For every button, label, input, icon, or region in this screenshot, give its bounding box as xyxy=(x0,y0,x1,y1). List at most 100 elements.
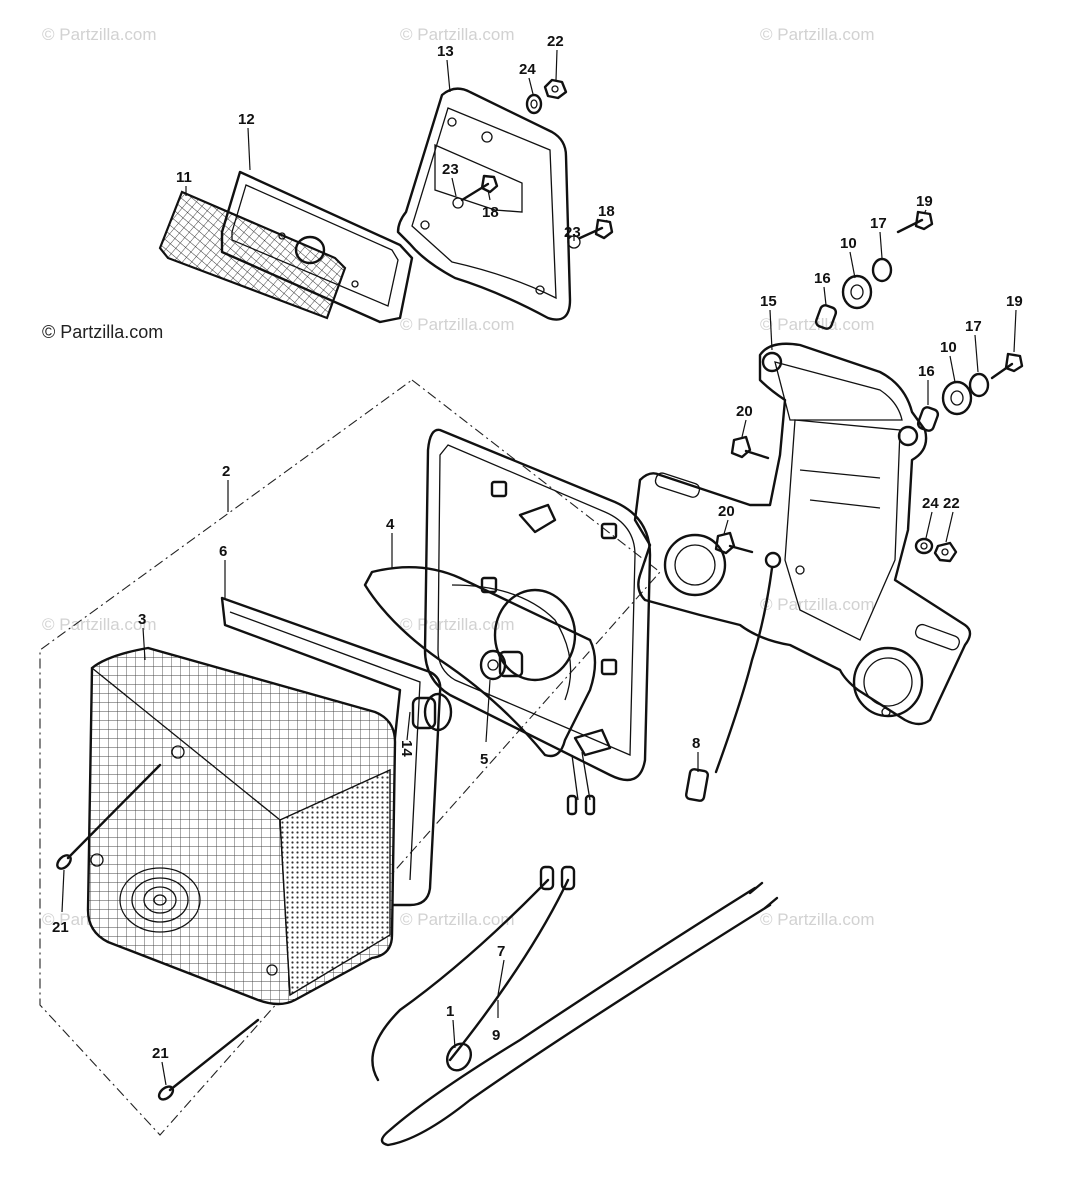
callout-21-lower: 21 xyxy=(152,1045,169,1086)
callout-10-lower: 10 xyxy=(940,339,957,383)
lens-gasket-part-6 xyxy=(220,596,442,907)
svg-text:20: 20 xyxy=(736,403,753,420)
svg-text:9: 9 xyxy=(492,1027,500,1044)
callout-19-upper: 19 xyxy=(916,193,933,215)
svg-text:11: 11 xyxy=(176,169,192,186)
callout-3: 3 xyxy=(138,611,146,661)
callout-20-upper: 20 xyxy=(736,403,753,438)
callout-2: 2 xyxy=(222,463,230,512)
socket-part-14 xyxy=(411,692,453,732)
svg-text:23: 23 xyxy=(442,161,459,178)
watermark: © Partzilla.com xyxy=(760,910,875,929)
callout-11: 11 xyxy=(176,169,192,196)
taillight-housing xyxy=(423,428,652,782)
callout-8: 8 xyxy=(692,735,700,772)
callout-15: 15 xyxy=(760,293,777,351)
callout-21-upper: 21 xyxy=(52,869,69,936)
taillight-lens-part-3 xyxy=(86,646,397,1006)
svg-text:21: 21 xyxy=(52,919,69,936)
housing-wires xyxy=(566,751,596,816)
svg-text:3: 3 xyxy=(138,611,146,628)
svg-text:21: 21 xyxy=(152,1045,169,1062)
callout-18-outer: 18 xyxy=(598,203,615,223)
license-bracket-part-13 xyxy=(396,87,572,321)
svg-text:24: 24 xyxy=(922,495,939,512)
callout-19-lower: 19 xyxy=(1006,293,1023,353)
watermark: © Partzilla.com xyxy=(400,910,515,929)
callout-18-inner: 18 xyxy=(482,189,499,221)
callout-22-right: 22 xyxy=(943,495,960,543)
callout-23-outer: 23 xyxy=(564,224,581,241)
callout-5: 5 xyxy=(480,679,491,768)
callout-17-lower: 17 xyxy=(965,318,982,373)
svg-text:19: 19 xyxy=(1006,293,1023,310)
svg-text:1: 1 xyxy=(446,1003,454,1020)
callout-6: 6 xyxy=(219,543,227,598)
watermark-main: © Partzilla.com xyxy=(42,322,163,342)
svg-text:20: 20 xyxy=(718,503,735,520)
svg-text:14: 14 xyxy=(398,740,415,757)
nut-part-22-right xyxy=(933,541,958,563)
bolt-part-19-lower xyxy=(990,352,1024,380)
screw-part-21-upper xyxy=(56,763,162,870)
svg-text:10: 10 xyxy=(840,235,857,252)
svg-text:16: 16 xyxy=(814,270,831,287)
collar-part-16-upper xyxy=(814,304,838,330)
svg-text:18: 18 xyxy=(598,203,615,220)
washer-part-24-right xyxy=(914,537,934,555)
callout-22-top: 22 xyxy=(547,33,564,81)
screw-part-21-lower xyxy=(157,1018,260,1101)
svg-text:5: 5 xyxy=(480,751,488,768)
callout-23-inner: 23 xyxy=(442,161,459,197)
bolt-part-20-upper xyxy=(730,435,770,460)
reflector-part-11 xyxy=(158,190,347,320)
callout-16-upper: 16 xyxy=(814,270,831,306)
callout-17-upper: 17 xyxy=(870,215,887,259)
collar-part-16-lower xyxy=(916,406,940,432)
svg-text:22: 22 xyxy=(943,495,960,512)
svg-text:2: 2 xyxy=(222,463,230,480)
mounting-stay-part-15 xyxy=(633,342,972,726)
watermark: © Partzilla.com xyxy=(400,25,515,44)
wire-harness-parts-1-7-9 xyxy=(371,865,779,1147)
nut-part-22-top xyxy=(543,78,568,100)
reflector-gasket-part-12 xyxy=(220,170,414,324)
watermark: © Partzilla.com xyxy=(760,595,875,614)
svg-text:6: 6 xyxy=(219,543,227,560)
reflector-plate-part-4 xyxy=(363,566,597,758)
callout-7: 7 xyxy=(497,943,505,996)
svg-text:12: 12 xyxy=(238,111,255,128)
svg-text:22: 22 xyxy=(547,33,564,50)
watermark: © Partzilla.com xyxy=(42,615,157,634)
svg-text:24: 24 xyxy=(519,61,536,78)
svg-text:13: 13 xyxy=(437,43,454,60)
callout-1: 1 xyxy=(446,1003,456,1049)
callout-12: 12 xyxy=(238,111,255,171)
watermark: © Partzilla.com xyxy=(400,615,515,634)
svg-text:17: 17 xyxy=(965,318,982,335)
svg-text:4: 4 xyxy=(386,516,395,533)
callout-4: 4 xyxy=(386,516,395,568)
callout-9: 9 xyxy=(492,1000,500,1044)
callout-24-top: 24 xyxy=(519,61,536,95)
callout-13: 13 xyxy=(437,43,454,93)
callout-20-lower: 20 xyxy=(718,503,735,535)
watermark: © Partzilla.com xyxy=(42,25,157,44)
svg-text:18: 18 xyxy=(482,204,499,221)
callout-24-right: 24 xyxy=(922,495,939,539)
callout-16-lower: 16 xyxy=(918,363,935,405)
svg-text:7: 7 xyxy=(497,943,505,960)
ground-wire-part-8 xyxy=(684,551,782,802)
bolt-part-19-upper xyxy=(896,210,934,234)
svg-text:15: 15 xyxy=(760,293,777,310)
svg-text:17: 17 xyxy=(870,215,887,232)
svg-text:19: 19 xyxy=(916,193,933,210)
callout-10-upper: 10 xyxy=(840,235,857,279)
grommet-part-10-lower xyxy=(941,380,973,416)
washer-part-24-top xyxy=(525,93,543,115)
svg-text:8: 8 xyxy=(692,735,700,752)
svg-text:16: 16 xyxy=(918,363,935,380)
svg-text:10: 10 xyxy=(940,339,957,356)
washer-part-17-upper xyxy=(871,257,893,283)
